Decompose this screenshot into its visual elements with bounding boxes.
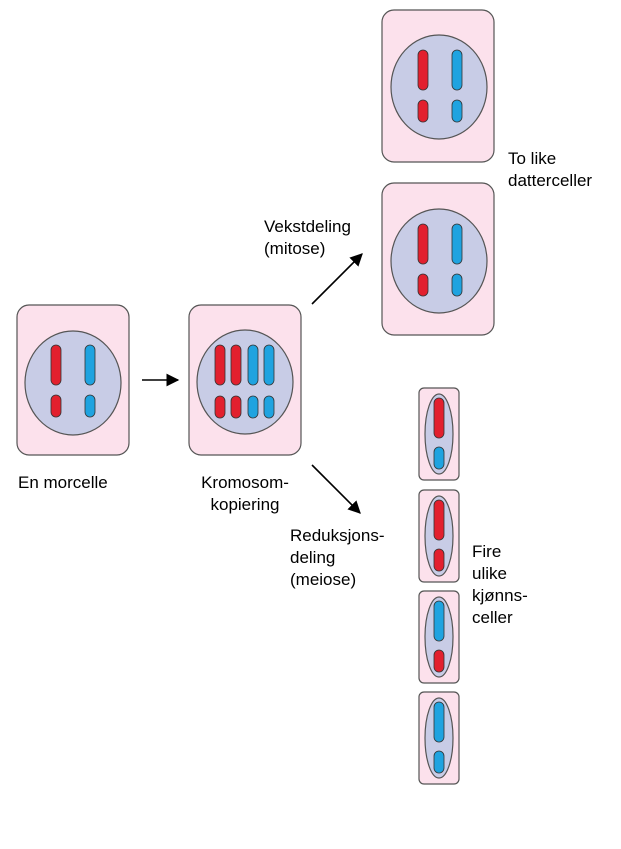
blue-chromosome-long [433, 600, 445, 642]
sex-cell-2 [418, 489, 460, 583]
red-chromosome-long [417, 49, 429, 91]
label-meiosis-line2: deling [290, 548, 335, 567]
label-mother-cell: En morcelle [18, 473, 108, 492]
label-mitosis-line1: Vekstdeling [264, 217, 351, 236]
red-chromosome-long [433, 499, 445, 541]
copied-cell [188, 304, 302, 456]
blue-chromosome-long [433, 701, 445, 743]
red-chromosome-long [214, 344, 226, 386]
sex-cell-4 [418, 691, 460, 785]
red-chromosome-short [433, 548, 445, 572]
label-sex-line1: Fire [472, 542, 501, 561]
sex-cell-1 [418, 387, 460, 481]
label-copy-line2: kopiering [211, 495, 280, 514]
label-sex-line2: ulike [472, 564, 507, 583]
label-daughter-line2: datterceller [508, 171, 592, 190]
daughter-cell-1 [381, 9, 495, 163]
blue-chromosome-long [263, 344, 275, 386]
blue-chromosome-short [451, 273, 463, 297]
blue-chromosome-long [84, 344, 96, 386]
label-daughter-line1: To like [508, 149, 556, 168]
sex-cell-3 [418, 590, 460, 684]
red-chromosome-long [417, 223, 429, 265]
label-meiosis-line3: (meiose) [290, 570, 356, 589]
blue-chromosome-short [451, 99, 463, 123]
label-mitosis-line2: (mitose) [264, 239, 325, 258]
arrow-to-mitosis [311, 253, 363, 305]
red-chromosome-short [50, 394, 62, 418]
red-chromosome-long [433, 397, 445, 439]
blue-chromosome-short [84, 394, 96, 418]
label-copy-line1: Kromosom- [201, 473, 289, 492]
red-chromosome-short [433, 649, 445, 673]
mother-cell [16, 304, 130, 456]
blue-chromosome-short [433, 750, 445, 774]
blue-chromosome-long [451, 223, 463, 265]
label-sex-line4: celler [472, 608, 513, 627]
blue-chromosome-short [263, 395, 275, 419]
label-meiosis-line1: Reduksjons- [290, 526, 385, 545]
blue-chromosome-long [451, 49, 463, 91]
red-chromosome-short [417, 99, 429, 123]
blue-chromosome-long [247, 344, 259, 386]
red-chromosome-long [230, 344, 242, 386]
red-chromosome-short [230, 395, 242, 419]
daughter-cell-2 [381, 182, 495, 336]
blue-chromosome-short [433, 446, 445, 470]
red-chromosome-short [417, 273, 429, 297]
red-chromosome-long [50, 344, 62, 386]
red-chromosome-short [214, 395, 226, 419]
label-sex-line3: kjønns- [472, 586, 528, 605]
blue-chromosome-short [247, 395, 259, 419]
arrow-to-meiosis [311, 464, 361, 514]
